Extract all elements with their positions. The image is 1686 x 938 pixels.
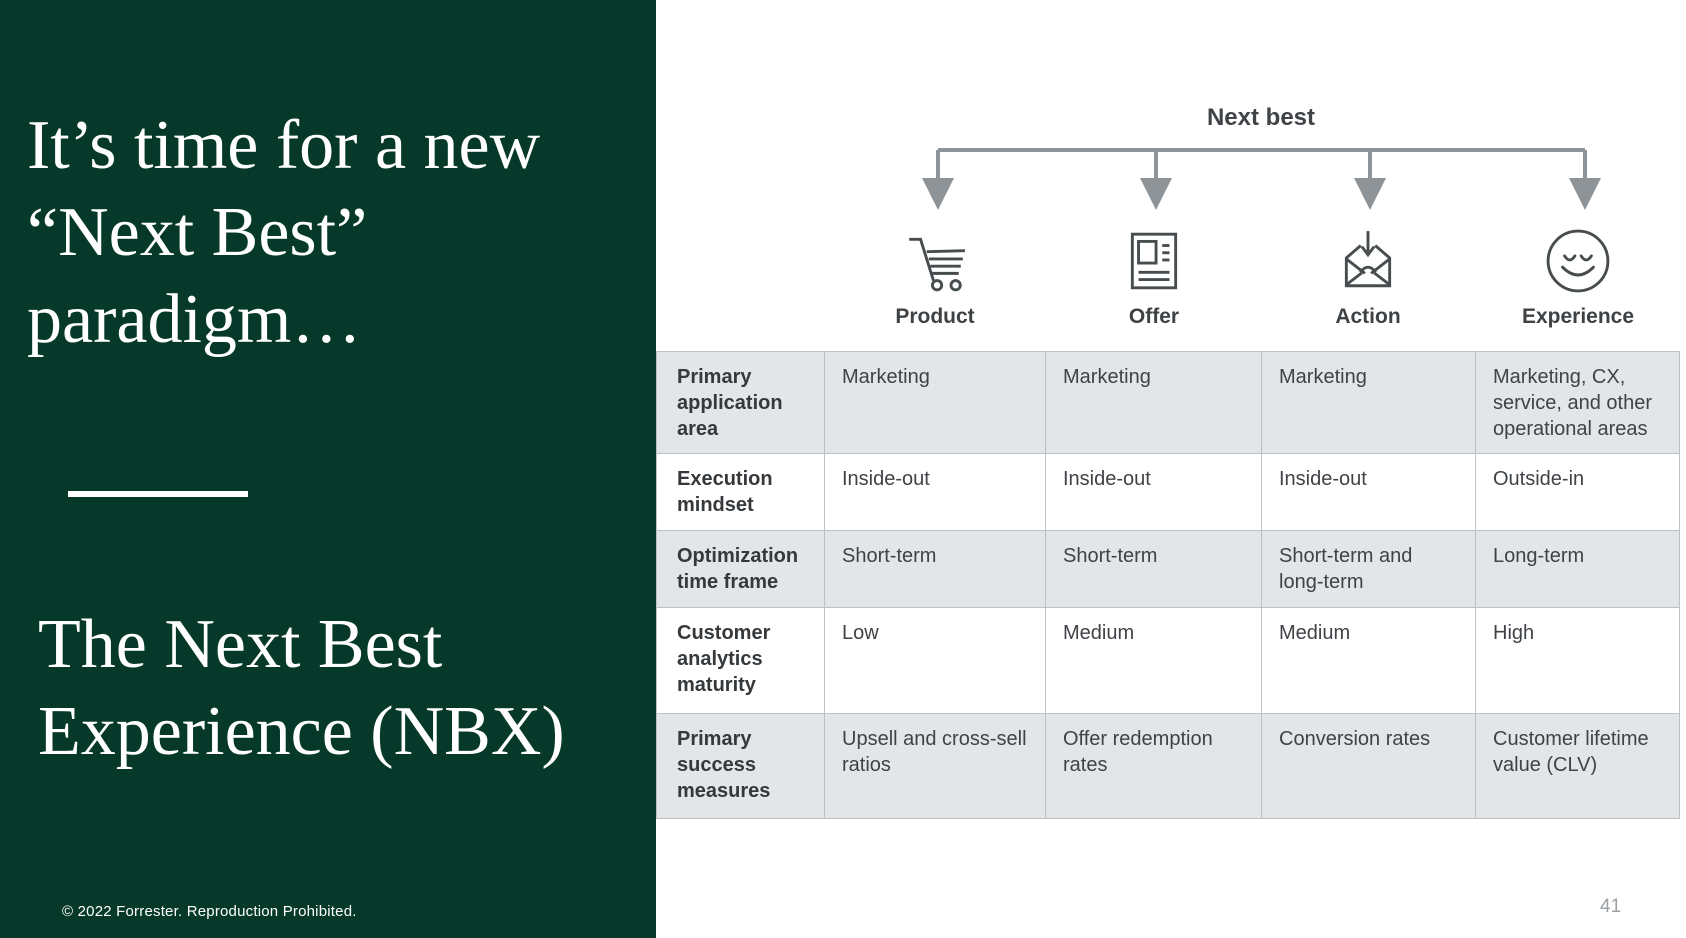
shopping-cart-icon: [909, 237, 965, 292]
left-panel: It’s time for a new “Next Best” paradigm…: [0, 0, 656, 938]
row-header: Execution mindset: [656, 453, 825, 531]
table-cell: Medium: [1045, 607, 1262, 714]
column-label-action: Action: [1335, 305, 1401, 328]
diagram-column-offer: Offer: [1044, 228, 1264, 329]
diagram-column-product: Product: [825, 228, 1045, 329]
table-row: Primary application area Marketing Marke…: [656, 351, 1680, 454]
table-cell: Inside-out: [1045, 453, 1262, 531]
flyer-document-icon: [1130, 232, 1178, 290]
table-row: Customer analytics maturity Low Medium M…: [656, 607, 1680, 714]
table-cell: Marketing: [824, 351, 1046, 454]
table-cell: Upsell and cross-sell ratios: [824, 713, 1046, 819]
slide-title: It’s time for a new “Next Best” paradigm…: [27, 107, 541, 358]
table-row: Execution mindset Inside-out Inside-out …: [656, 453, 1680, 531]
next-best-root-label: Next best: [1206, 104, 1316, 131]
table-cell: High: [1475, 607, 1680, 714]
column-label-experience: Experience: [1521, 305, 1635, 328]
diagram-column-action: Action: [1258, 228, 1478, 329]
row-header: Optimization time frame: [656, 530, 825, 608]
column-label-product: Product: [895, 305, 975, 328]
row-header: Primary application area: [656, 351, 825, 454]
table-cell: Short-term and long-term: [1261, 530, 1476, 608]
table-cell: Marketing, CX, service, and other operat…: [1475, 351, 1680, 454]
table-cell: Conversion rates: [1261, 713, 1476, 819]
table-cell: Short-term: [1045, 530, 1262, 608]
table-cell: Inside-out: [1261, 453, 1476, 531]
comparison-table: Primary application area Marketing Marke…: [656, 351, 1680, 819]
copyright-footer: © 2022 Forrester. Reproduction Prohibite…: [62, 903, 357, 920]
table-cell: Customer lifetime value (CLV): [1475, 713, 1680, 819]
down-arrow-icon: [922, 178, 1601, 210]
table-cell: Inside-out: [824, 453, 1046, 531]
row-header: Customer analytics maturity: [656, 607, 825, 714]
column-label-offer: Offer: [1128, 305, 1180, 328]
smiley-face-icon: [1546, 229, 1610, 293]
table-cell: Long-term: [1475, 530, 1680, 608]
row-header: Primary success measures: [656, 713, 825, 819]
table-row: Primary success measures Upsell and cros…: [656, 713, 1680, 819]
table-cell: Short-term: [824, 530, 1046, 608]
table-cell: Medium: [1261, 607, 1476, 714]
next-best-connector: [922, 148, 1601, 210]
table-row: Optimization time frame Short-term Short…: [656, 530, 1680, 608]
table-cell: Offer redemption rates: [1045, 713, 1262, 819]
table-cell: Outside-in: [1475, 453, 1680, 531]
table-cell: Low: [824, 607, 1046, 714]
table-cell: Marketing: [1045, 351, 1262, 454]
page-number: 41: [1600, 896, 1622, 917]
envelope-inbox-arrow-icon: [1344, 231, 1392, 288]
table-cell: Marketing: [1261, 351, 1476, 454]
slide-subtitle: The Next Best Experience (NBX): [38, 606, 565, 770]
diagram-column-experience: Experience: [1468, 228, 1686, 329]
title-divider: [68, 491, 248, 497]
